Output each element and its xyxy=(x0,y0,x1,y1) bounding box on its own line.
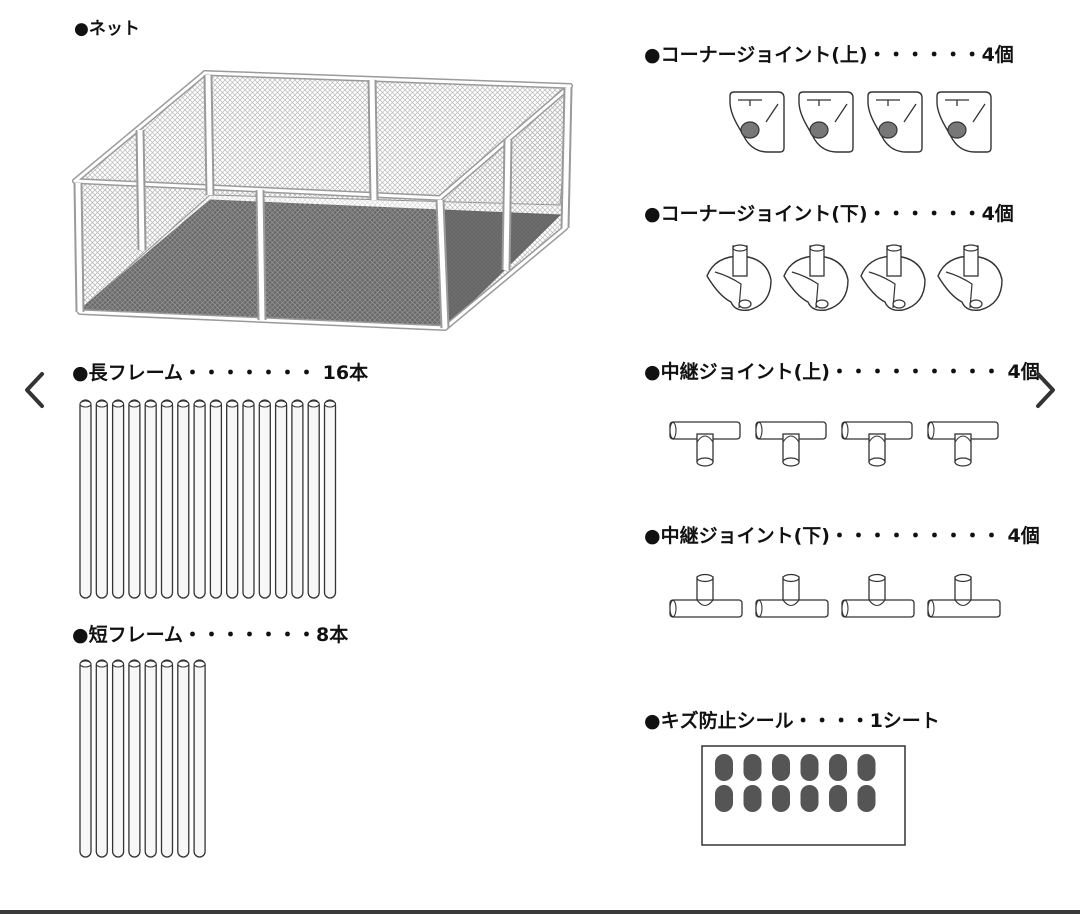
corner-joint-bottom xyxy=(860,244,926,312)
seal-dot xyxy=(772,785,790,812)
relay-joint-bottom xyxy=(755,573,829,618)
long-frame-tube xyxy=(144,399,157,599)
chevron-left-icon xyxy=(25,372,44,408)
seal-dot xyxy=(715,785,733,812)
short-frame-tube xyxy=(111,659,125,858)
corner-joint-bottom xyxy=(937,244,1003,312)
long-frame-tube xyxy=(111,399,125,599)
long-frame-tube xyxy=(291,399,304,599)
corner-joint-top xyxy=(798,91,854,153)
corner-joint-bottom xyxy=(783,244,849,312)
net-illustration xyxy=(72,70,573,331)
long-frame-group xyxy=(79,399,337,599)
seal-dot xyxy=(857,785,876,812)
long-frame-tube xyxy=(242,399,255,599)
label-corner-joint-bottom: ●コーナージョイント(下)・・・・・・4個 xyxy=(644,203,1014,225)
scratch-protection-seal-sheet xyxy=(701,745,906,846)
relay-joint-top xyxy=(755,421,827,467)
short-frame-group xyxy=(79,659,206,858)
corner-joint-bottom-group xyxy=(706,244,1003,312)
long-frame-tube xyxy=(226,399,239,599)
bottom-divider xyxy=(0,910,1080,914)
short-frame-tube xyxy=(144,659,157,858)
next-image-button[interactable] xyxy=(1026,362,1066,418)
long-frame-tube xyxy=(209,399,223,599)
seal-dot xyxy=(829,785,847,812)
long-frame-tube xyxy=(274,399,288,599)
corner-joint-top xyxy=(729,91,785,153)
corner-joint-top xyxy=(867,91,923,153)
relay-joint-bottom xyxy=(841,573,915,618)
seal-dot xyxy=(772,754,790,781)
short-frame-tube xyxy=(128,659,141,858)
long-frame-tube xyxy=(79,399,92,599)
seal-dot-group xyxy=(715,754,876,812)
relay-joint-bottom xyxy=(669,573,743,618)
short-frame-tube xyxy=(193,659,206,858)
relay-joint-top xyxy=(927,421,999,467)
seal-dot xyxy=(715,754,733,781)
label-long-frame: ●長フレーム・・・・・・・ 16本 xyxy=(72,362,369,384)
label-relay-joint-bottom: ●中継ジョイント(下)・・・・・・・・・ 4個 xyxy=(644,525,1040,547)
prev-image-button[interactable] xyxy=(14,362,54,418)
corner-joint-top xyxy=(936,91,992,153)
short-frame-tube xyxy=(160,659,174,858)
long-frame-tube xyxy=(258,399,271,599)
label-short-frame: ●短フレーム・・・・・・・8本 xyxy=(72,624,349,646)
relay-joint-top xyxy=(841,421,913,467)
long-frame-tube xyxy=(193,399,206,599)
seal-dot xyxy=(829,754,847,781)
long-frame-tube xyxy=(177,399,190,599)
seal-dot xyxy=(743,754,762,781)
short-frame-tube xyxy=(177,659,190,858)
long-frame-tube xyxy=(95,399,108,599)
relay-joint-top xyxy=(669,421,741,467)
label-corner-joint-top: ●コーナージョイント(上)・・・・・・4個 xyxy=(644,44,1014,66)
seal-dot xyxy=(743,785,762,812)
label-relay-joint-top: ●中継ジョイント(上)・・・・・・・・・ 4個 xyxy=(644,361,1040,383)
seal-dot xyxy=(800,754,819,781)
corner-joint-top-group xyxy=(729,91,992,153)
long-frame-tube xyxy=(160,399,174,599)
chevron-right-icon xyxy=(1036,372,1055,408)
relay-joint-top-group xyxy=(669,421,999,467)
short-frame-tube xyxy=(95,659,108,858)
long-frame-tube xyxy=(307,399,320,599)
label-scratch-seal: ●キズ防止シール・・・・1シート xyxy=(644,710,940,732)
seal-dot xyxy=(857,754,876,781)
corner-joint-bottom xyxy=(706,244,772,312)
relay-joint-bottom-group xyxy=(669,573,1001,618)
seal-dot xyxy=(800,785,819,812)
long-frame-tube xyxy=(323,399,337,599)
long-frame-tube xyxy=(128,399,141,599)
short-frame-tube xyxy=(79,659,92,858)
relay-joint-bottom xyxy=(927,573,1001,618)
label-net: ●ネット xyxy=(74,19,140,39)
